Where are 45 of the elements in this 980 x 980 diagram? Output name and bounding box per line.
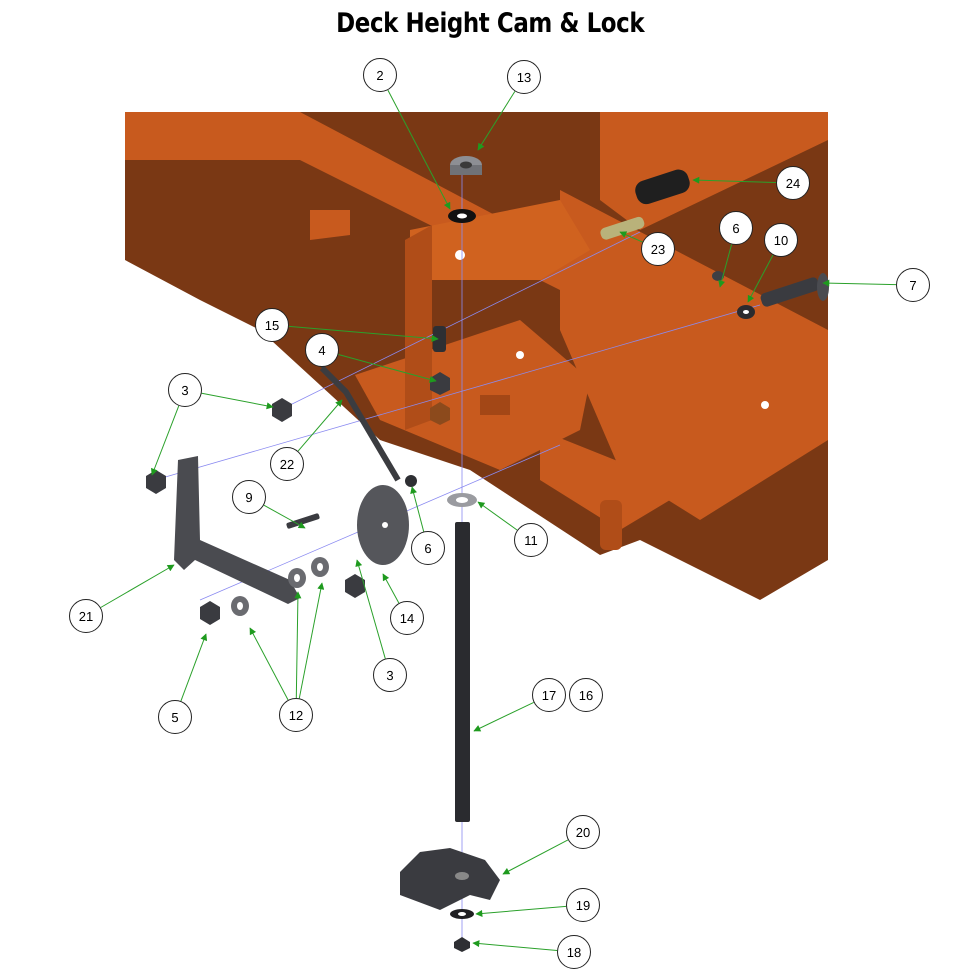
callout-number: 7 <box>896 268 930 302</box>
callout-number: 12 <box>279 698 313 732</box>
leader-line <box>387 90 450 210</box>
leader-line <box>478 90 516 151</box>
leader-line <box>298 399 342 452</box>
leader-line <box>502 839 568 874</box>
callout-number: 20 <box>566 815 600 849</box>
callout-number: 11 <box>514 523 548 557</box>
diagram-title: Deck Height Cam & Lock <box>336 8 644 39</box>
leader-line <box>718 244 732 288</box>
callout-number: 19 <box>566 888 600 922</box>
callout-number: 9 <box>232 480 266 514</box>
callout-number: 6 <box>411 531 445 565</box>
callout-number: 13 <box>507 60 541 94</box>
callout-number: 3 <box>168 373 202 407</box>
leader-line <box>288 326 439 342</box>
leader-line <box>298 582 324 699</box>
leader-line <box>472 940 558 951</box>
callout-number: 21 <box>69 599 103 633</box>
leader-line <box>410 486 424 532</box>
leader-line <box>475 906 567 917</box>
callout-number: 5 <box>158 700 192 734</box>
leader-line <box>473 702 534 732</box>
callout-number: 14 <box>390 601 424 635</box>
leader-line <box>748 254 774 303</box>
callout-number: 18 <box>557 935 591 969</box>
leader-line <box>263 504 306 528</box>
leader-line <box>692 176 776 184</box>
leader-line <box>477 502 518 531</box>
callout-number: 22 <box>270 447 304 481</box>
callout-number: 2 <box>363 58 397 92</box>
leader-line <box>382 573 400 604</box>
leader-line <box>151 405 180 476</box>
leader-line <box>355 559 386 660</box>
leader-line <box>201 392 274 410</box>
leader-line <box>338 354 437 383</box>
leader-line <box>294 591 302 698</box>
leader-line <box>180 633 208 702</box>
callout-number: 3 <box>373 658 407 692</box>
callout-number: 17 <box>532 678 566 712</box>
leader-line <box>100 564 175 608</box>
leader-line <box>250 627 289 700</box>
leader-line <box>619 231 643 243</box>
leader-line <box>822 280 896 287</box>
callout-number: 16 <box>569 678 603 712</box>
